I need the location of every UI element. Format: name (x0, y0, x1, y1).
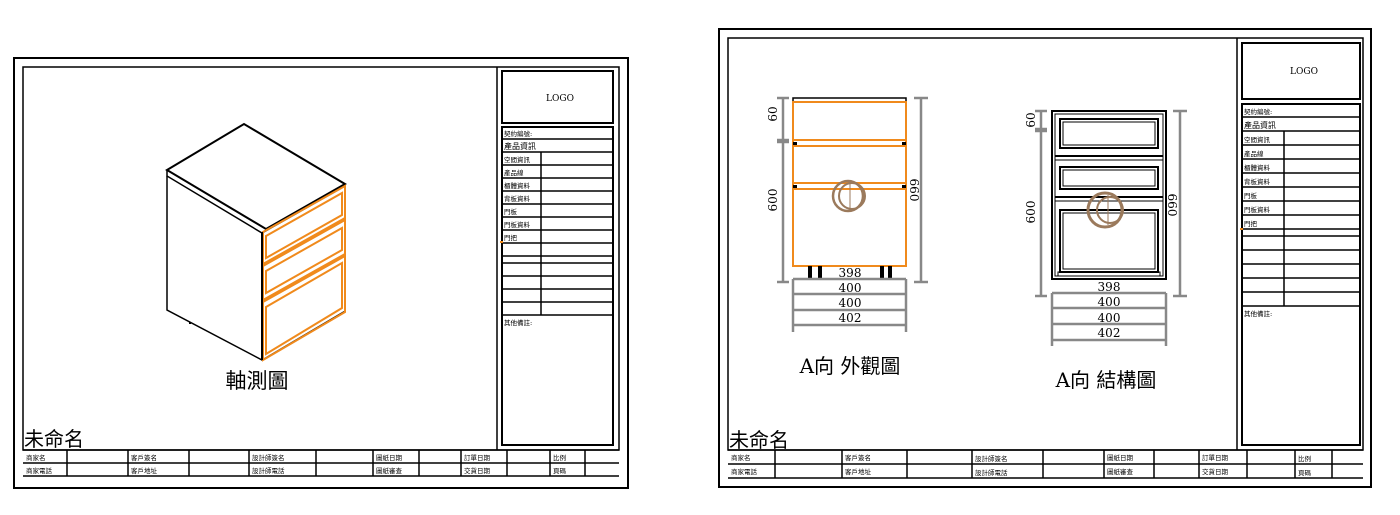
product-info-label: 產品資訊 (1244, 120, 1276, 130)
isometric-cabinet (165, 122, 347, 362)
footer-page-no: 頁碼 (553, 467, 567, 475)
dimension-lines-b (1035, 109, 1187, 346)
row-label-handle: 門把 (504, 233, 518, 242)
footer-drawing-review: 圖紙審查 (1107, 467, 1134, 476)
row-label-back-panel: 背板資料 (1244, 177, 1271, 186)
footer-order-date: 訂單日期 (1202, 453, 1229, 462)
footer-delivery-date: 交貨日期 (1202, 467, 1229, 476)
row-label-cabinet: 櫃體資料 (1244, 163, 1271, 172)
footer-drawing-date: 圖紙日期 (376, 453, 403, 462)
dim-b-total: 660 (1165, 194, 1179, 217)
row-label-door: 門板 (1244, 191, 1258, 200)
footer-scale: 比例 (553, 453, 566, 462)
view-caption-isometric: 軸測圖 (226, 369, 289, 393)
footer-designer-signature: 設計師簽名 (975, 454, 1008, 463)
drawing-title: 未命名 (729, 428, 789, 452)
dim-b-width-3: 400 (1098, 311, 1121, 325)
row-label-back-panel: 背板資料 (504, 194, 531, 203)
footer-drawing-date: 圖紙日期 (1107, 453, 1134, 462)
dim-a-width-2: 400 (839, 281, 862, 295)
title-block-rows (1242, 131, 1360, 307)
view-caption-structure: A向 結構圖 (1055, 368, 1157, 392)
row-label-product-line: 產品線 (1244, 149, 1264, 158)
outer-frame (718, 28, 1372, 488)
dim-a-width-3: 400 (839, 296, 862, 310)
footer-order-date: 訂單日期 (464, 453, 491, 462)
dim-b-width-1: 398 (1098, 280, 1121, 294)
title-block-rows (502, 152, 613, 316)
dim-b-width-4: 402 (1098, 326, 1121, 340)
front-view-structure (1051, 110, 1167, 280)
row-label-cabinet: 櫃體資料 (504, 181, 531, 190)
front-view-exterior (792, 97, 907, 280)
dim-a-height: 600 (766, 189, 780, 212)
footer-merchant-name: 商家名 (26, 453, 46, 462)
footer-delivery-date: 交貨日期 (464, 466, 491, 475)
row-label-space: 空間資訊 (1244, 135, 1271, 144)
row-label-door: 門板 (504, 207, 518, 216)
dimension-lines-a (777, 96, 928, 332)
logo-box (1241, 42, 1361, 100)
row-label-door-data: 門板資料 (504, 220, 531, 229)
product-info-label: 產品資訊 (504, 141, 536, 151)
footer-merchant-phone: 商家電話 (26, 466, 53, 475)
contract-no-label: 契約編號: (504, 129, 532, 138)
logo-text: LOGO (1290, 67, 1318, 77)
footer-customer-address: 客戶地址 (131, 466, 158, 475)
footer-customer-signature: 客戶簽名 (131, 453, 157, 462)
dim-a-total: 660 (907, 179, 921, 202)
right-drawing-sheet: LOGO 契約編號: 產品資訊 空間資訊 產品線 櫃體資料 背板資料 門板 門板… (718, 28, 1372, 488)
inner-frame (22, 66, 620, 451)
footer-customer-address: 客戶地址 (845, 467, 872, 476)
footer-scale: 比例 (1298, 454, 1311, 463)
footer-designer-phone: 設計師電話 (252, 466, 285, 475)
left-drawing-sheet: LOGO 契約編號: 產品資訊 空間資訊 產品線 櫃體資料 背板資料 門板 門板… (13, 57, 629, 489)
drawing-title: 未命名 (24, 427, 84, 451)
logo-box (501, 70, 614, 124)
footer-table (728, 450, 1363, 479)
footer-merchant-name: 商家名 (731, 453, 751, 462)
footer-merchant-phone: 商家電話 (731, 467, 758, 476)
logo-text: LOGO (546, 94, 574, 104)
footer-drawing-review: 圖紙審查 (376, 466, 403, 475)
footer-page-no: 頁碼 (1298, 469, 1312, 477)
footer-designer-signature: 設計師簽名 (252, 453, 285, 462)
dim-b-width-2: 400 (1098, 295, 1121, 309)
dim-a-top: 60 (766, 106, 780, 121)
dim-a-width-1: 398 (839, 266, 862, 280)
row-label-handle: 門把 (1244, 219, 1258, 228)
dim-a-width-4: 402 (839, 311, 862, 325)
footer-table (23, 450, 619, 477)
footer-designer-phone: 設計師電話 (975, 468, 1008, 477)
dim-b-top: 60 (1024, 112, 1038, 127)
footer-customer-signature: 客戶簽名 (845, 453, 871, 462)
row-label-space: 空間資訊 (504, 155, 531, 164)
contract-no-label: 契約編號: (1244, 107, 1272, 116)
row-label-door-data: 門板資料 (1244, 205, 1271, 214)
handle-marker (831, 179, 865, 213)
remarks-label: 其他備註: (1244, 309, 1272, 318)
row-label-product-line: 產品線 (504, 168, 524, 177)
remarks-label: 其他備註: (504, 318, 532, 327)
view-caption-exterior: A向 外觀圖 (799, 354, 901, 378)
dim-b-height: 600 (1024, 201, 1038, 224)
outer-frame (13, 57, 629, 489)
